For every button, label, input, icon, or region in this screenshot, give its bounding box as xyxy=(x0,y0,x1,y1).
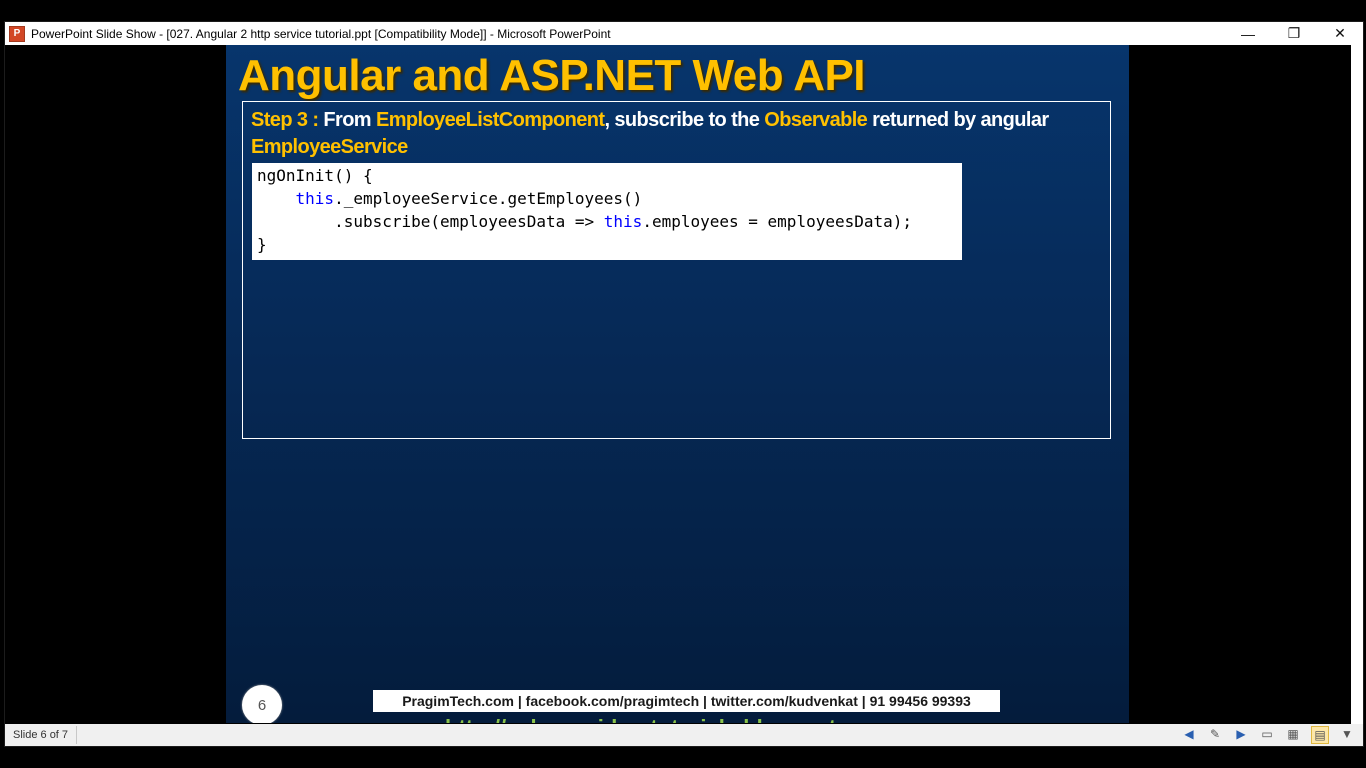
slideshow-icon[interactable]: ▼ xyxy=(1341,727,1353,741)
footer-url-link[interactable]: http://csharp-video-tutorials.blogspot.c… xyxy=(445,715,887,723)
code-line-1: ngOnInit() { xyxy=(257,166,373,185)
minimize-button[interactable]: — xyxy=(1241,25,1255,42)
code-line-2-rest: ._employeeService.getEmployees() xyxy=(334,189,643,208)
title-bar: P PowerPoint Slide Show - [027. Angular … xyxy=(5,22,1363,45)
footer-contacts: PragimTech.com | facebook.com/pragimtech… xyxy=(373,690,1000,712)
notes-icon[interactable]: ✎ xyxy=(1209,727,1221,741)
status-bar: Slide 6 of 7 ◀ ✎ ▶ ▭ ▦ ▤ ▼ xyxy=(5,724,1363,746)
step-description: Step 3 : From EmployeeListComponent, sub… xyxy=(251,107,1071,161)
window-title: PowerPoint Slide Show - [027. Angular 2 … xyxy=(31,26,611,41)
step-text-2: , subscribe to the xyxy=(604,109,765,131)
previous-slide-icon[interactable]: ◀ xyxy=(1184,727,1194,741)
step-text-3: returned by angular xyxy=(867,109,1049,131)
reading-view-icon[interactable]: ▤ xyxy=(1311,726,1329,744)
code-line-2-indent xyxy=(257,189,296,208)
code-line-2: this._employeeService.getEmployees() xyxy=(257,189,643,208)
step-component: EmployeeListComponent xyxy=(375,109,605,131)
code-line-2-keyword: this xyxy=(295,189,335,208)
restore-button[interactable]: ❐ xyxy=(1287,25,1301,41)
slide-number-badge: 6 xyxy=(242,685,282,723)
next-slide-icon[interactable]: ▶ xyxy=(1236,727,1246,741)
close-button[interactable]: ✕ xyxy=(1334,25,1346,41)
normal-view-icon[interactable]: ▭ xyxy=(1261,727,1273,741)
powerpoint-window: P PowerPoint Slide Show - [027. Angular … xyxy=(4,21,1364,747)
code-line-3-keyword: this xyxy=(603,212,643,231)
step-observable: Observable xyxy=(764,109,868,131)
slide-canvas[interactable]: Angular and ASP.NET Web API Step 3 : Fro… xyxy=(226,45,1129,723)
code-snippet: ngOnInit() { this._employeeService.getEm… xyxy=(252,163,962,260)
slide-title: Angular and ASP.NET Web API xyxy=(238,51,866,100)
content-box: Step 3 : From EmployeeListComponent, sub… xyxy=(242,101,1111,439)
code-line-3-rest: .employees = employeesData); xyxy=(642,212,913,231)
step-service: EmployeeService xyxy=(251,136,408,158)
step-text-1: From xyxy=(318,109,376,131)
code-line-3: .subscribe(employeesData => this.employe… xyxy=(257,212,912,231)
window-controls: — ❐ ✕ xyxy=(1225,22,1363,45)
code-line-4: } xyxy=(257,235,267,254)
slide-sorter-icon[interactable]: ▦ xyxy=(1287,727,1299,741)
slide-indicator: Slide 6 of 7 xyxy=(5,726,78,744)
powerpoint-app-icon[interactable]: P xyxy=(9,25,25,42)
step-prefix: Step 3 : xyxy=(251,109,319,131)
vertical-scrollbar[interactable] xyxy=(1351,45,1363,724)
status-icons: ◀ ✎ ▶ ▭ ▦ ▤ ▼ xyxy=(1181,726,1355,744)
code-line-3-pre: .subscribe(employeesData => xyxy=(257,212,604,231)
